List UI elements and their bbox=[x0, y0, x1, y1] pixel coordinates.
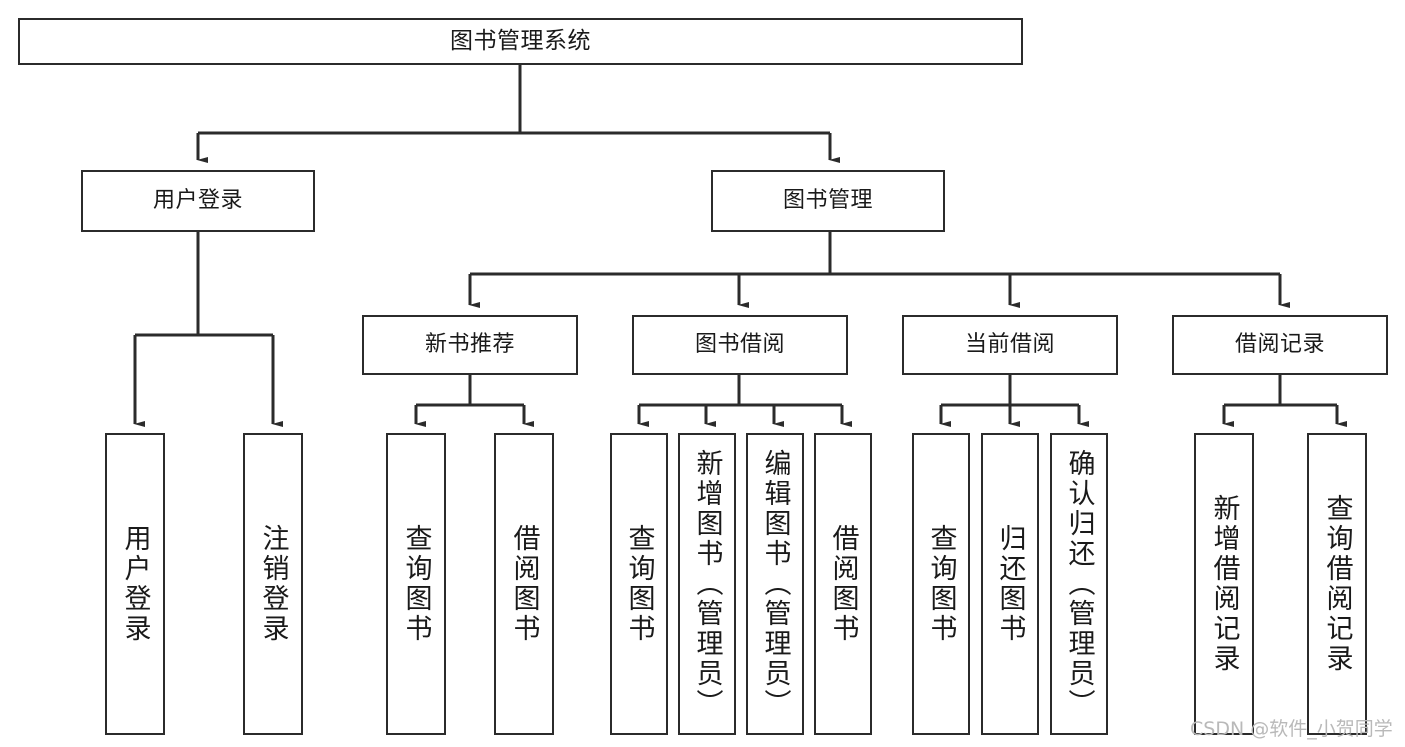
node-book-borrow[interactable]: 图书借阅 bbox=[632, 315, 848, 375]
node-current-borrow[interactable]: 当前借阅 bbox=[902, 315, 1118, 375]
node-new-book-recommend[interactable]: 新书推荐 bbox=[362, 315, 578, 375]
node-label: 用户登录 bbox=[152, 188, 243, 214]
node-label: 新书推荐 bbox=[424, 332, 515, 358]
node-label: 编辑图书（管理员） bbox=[759, 449, 791, 719]
leaf-user-login[interactable]: 用户登录 bbox=[105, 433, 165, 735]
node-label: 确认归还（管理员） bbox=[1063, 449, 1095, 719]
node-label: 图书管理 bbox=[782, 188, 873, 214]
leaf-borrow-book-1[interactable]: 借阅图书 bbox=[494, 433, 554, 735]
leaf-add-book[interactable]: 新增图书（管理员） bbox=[678, 433, 736, 735]
node-label: 当前借阅 bbox=[964, 332, 1055, 358]
leaf-query-record[interactable]: 查询借阅记录 bbox=[1307, 433, 1367, 735]
leaf-confirm-return[interactable]: 确认归还（管理员） bbox=[1050, 433, 1108, 735]
node-label: 借阅记录 bbox=[1234, 332, 1325, 358]
node-label: 新增图书（管理员） bbox=[691, 449, 723, 719]
node-label: 用户登录 bbox=[119, 524, 151, 644]
leaf-add-record[interactable]: 新增借阅记录 bbox=[1194, 433, 1254, 735]
leaf-query-book-2[interactable]: 查询图书 bbox=[610, 433, 668, 735]
node-label: 查询图书 bbox=[623, 524, 655, 644]
node-label: 图书管理系统 bbox=[450, 28, 591, 55]
node-label: 图书借阅 bbox=[694, 332, 785, 358]
node-book-management-system[interactable]: 图书管理系统 bbox=[18, 18, 1023, 65]
node-label: 注销登录 bbox=[257, 524, 289, 644]
leaf-edit-book[interactable]: 编辑图书（管理员） bbox=[746, 433, 804, 735]
leaf-logout-login[interactable]: 注销登录 bbox=[243, 433, 303, 735]
node-user-login[interactable]: 用户登录 bbox=[81, 170, 315, 232]
node-book-management[interactable]: 图书管理 bbox=[711, 170, 945, 232]
node-borrow-record[interactable]: 借阅记录 bbox=[1172, 315, 1388, 375]
node-label: 新增借阅记录 bbox=[1208, 494, 1240, 674]
leaf-query-book-1[interactable]: 查询图书 bbox=[386, 433, 446, 735]
leaf-return-book[interactable]: 归还图书 bbox=[981, 433, 1039, 735]
node-label: 查询借阅记录 bbox=[1321, 494, 1353, 674]
node-label: 借阅图书 bbox=[827, 524, 859, 644]
node-label: 归还图书 bbox=[994, 524, 1026, 644]
leaf-query-book-3[interactable]: 查询图书 bbox=[912, 433, 970, 735]
leaf-borrow-book-2[interactable]: 借阅图书 bbox=[814, 433, 872, 735]
node-label: 借阅图书 bbox=[508, 524, 540, 644]
node-label: 查询图书 bbox=[925, 524, 957, 644]
node-label: 查询图书 bbox=[400, 524, 432, 644]
